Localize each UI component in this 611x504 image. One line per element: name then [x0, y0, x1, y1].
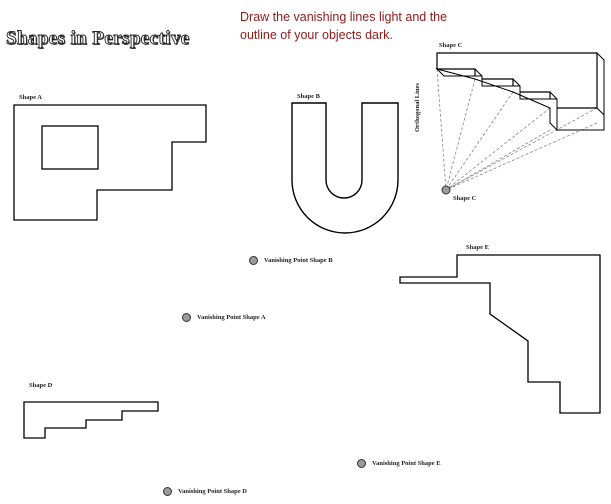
- instruction-text: Draw the vanishing lines light and the o…: [240, 8, 540, 44]
- shape-c-vanishing-point: [441, 185, 451, 195]
- vanishing-point-a-label: Vanishing Point Shape A: [197, 314, 266, 321]
- vanishing-point-d-label: Vanishing Point Shape D: [178, 488, 247, 495]
- shape-e: [399, 254, 601, 414]
- page-title: Shapes in Perspective: [6, 28, 190, 50]
- shape-a: [13, 104, 207, 221]
- shape-a-label: Shape A: [19, 94, 42, 101]
- shape-b: [291, 102, 399, 234]
- shape-a-window: [41, 125, 99, 170]
- vanishing-point-d-dot: [163, 487, 172, 496]
- shape-a-outline: [13, 104, 207, 221]
- shape-c-front-face: [436, 52, 598, 109]
- shape-c-side-detail: [474, 52, 605, 131]
- shape-c-orthogonal-lines: [436, 68, 598, 191]
- vanishing-point-e-label: Vanishing Point Shape E: [372, 460, 441, 467]
- vanishing-point-b-dot: [249, 256, 258, 265]
- vanishing-point-a-dot: [182, 313, 191, 322]
- vanishing-point-b: Vanishing Point Shape B: [249, 256, 333, 265]
- vanishing-point-e: Vanishing Point Shape E: [357, 459, 441, 468]
- instruction-line-2: outline of your objects dark.: [240, 28, 393, 42]
- shape-b-label: Shape B: [297, 93, 320, 100]
- instruction-line-1: Draw the vanishing lines light and the: [240, 10, 448, 24]
- shape-e-label: Shape E: [466, 244, 489, 251]
- vanishing-point-b-label: Vanishing Point Shape B: [264, 257, 333, 264]
- shape-e-outline: [399, 254, 601, 414]
- orthogonal-lines-label: Orthogonal Lines: [414, 83, 421, 132]
- vanishing-point-a: Vanishing Point Shape A: [182, 313, 266, 322]
- shape-c: [435, 52, 605, 195]
- shape-b-outline: [291, 102, 399, 234]
- vanishing-point-e-dot: [357, 459, 366, 468]
- shape-d-outline: [23, 401, 159, 439]
- vanishing-point-d: Vanishing Point Shape D: [163, 487, 247, 496]
- shape-d-label: Shape D: [29, 382, 53, 389]
- shape-d: [23, 401, 159, 439]
- shape-c-label: Shape C: [439, 42, 463, 49]
- shape-c-point-label: Shape C: [453, 195, 477, 202]
